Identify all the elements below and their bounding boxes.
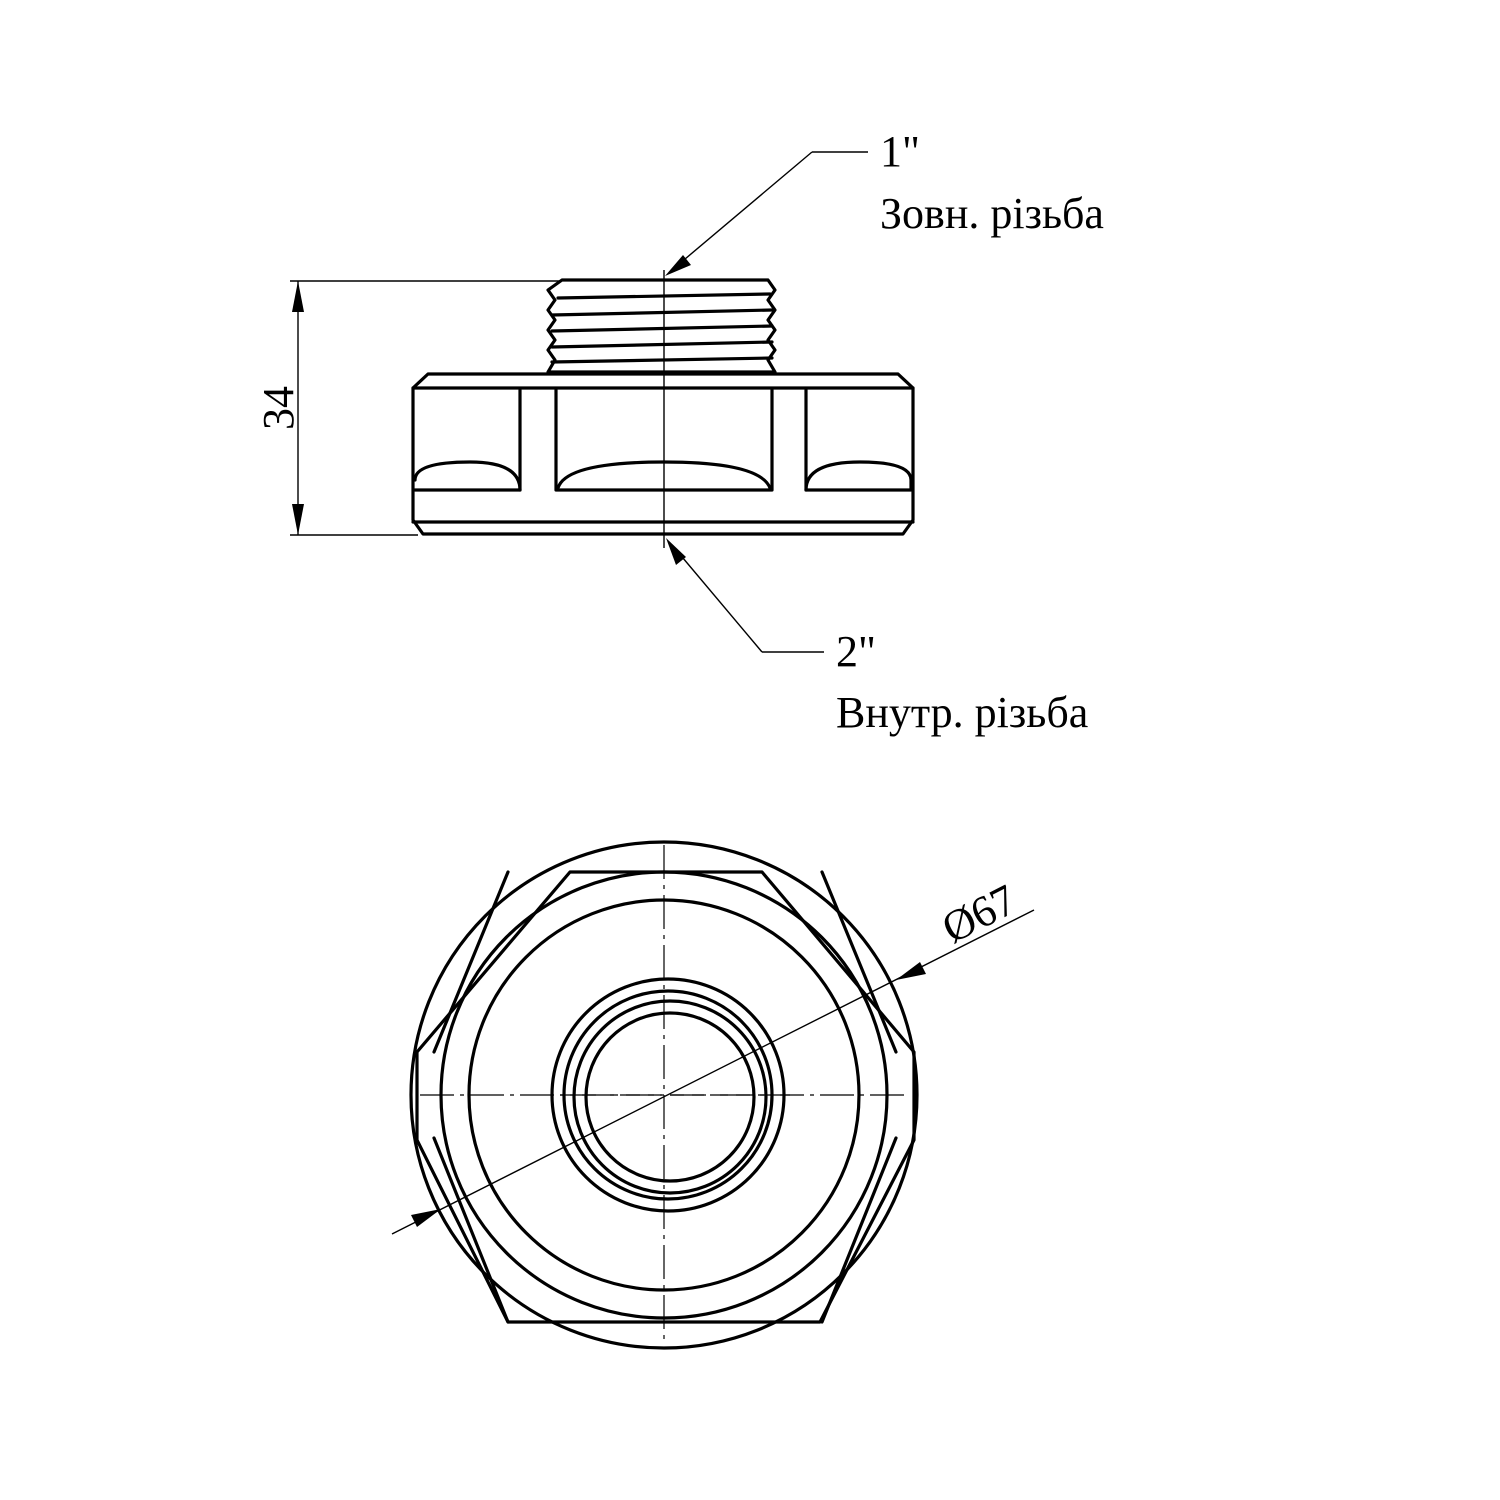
- diameter-dimension-label: Ø67: [934, 875, 1024, 953]
- side-view: 34 1" Зовн. різьба 2" Внутр. різьба: [254, 127, 1104, 737]
- top-view: Ø67: [391, 840, 1035, 1350]
- top-thread-leader: 1" Зовн. різьба: [665, 127, 1104, 276]
- height-dimension: 34: [254, 280, 560, 536]
- hexagon-outline: [415, 870, 916, 1324]
- hex-nut-side: [411, 372, 915, 536]
- bottom-thread-leader: 2" Внутр. різьба: [666, 538, 1088, 737]
- bottom-thread-size: 2": [836, 627, 876, 676]
- top-thread-size: 1": [880, 127, 920, 176]
- threaded-nipple: [546, 278, 777, 374]
- top-thread-type: Зовн. різьба: [880, 189, 1104, 238]
- height-dimension-label: 34: [254, 386, 303, 430]
- bore-circle: [584, 1011, 756, 1183]
- bottom-thread-type: Внутр. різьба: [836, 688, 1088, 737]
- thread-circle-3: [572, 999, 768, 1195]
- outer-circle: [409, 840, 919, 1350]
